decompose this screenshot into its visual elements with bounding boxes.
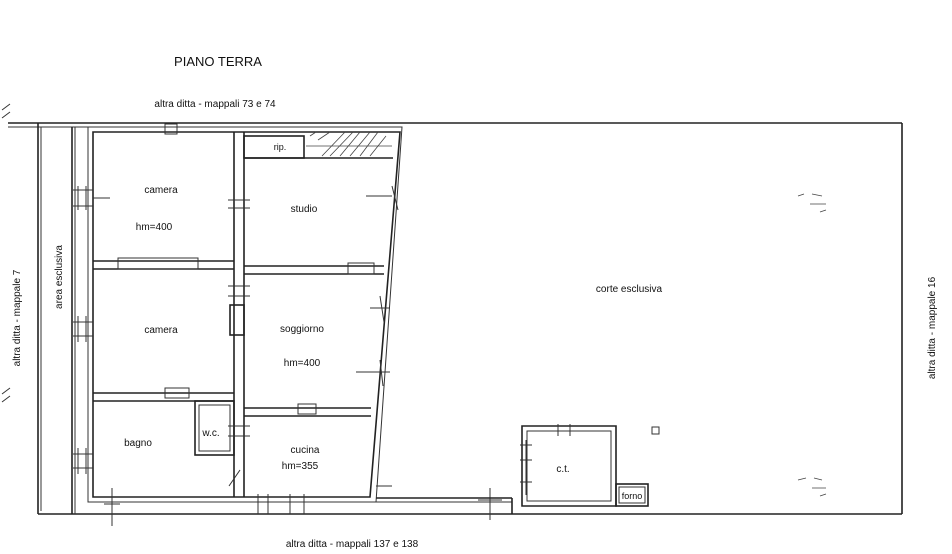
- staircase: [306, 131, 392, 157]
- courtyard: corte esclusiva: [376, 193, 827, 514]
- neighbor-top-label: altra ditta - mappali 73 e 74: [154, 99, 276, 110]
- neighbor-right-label: altra ditta - mappale 16: [927, 276, 938, 379]
- openings: [73, 123, 502, 526]
- room-soggiorno-name: soggiorno: [280, 324, 324, 335]
- room-camera-mid-name: camera: [144, 325, 178, 336]
- room-rip-name: rip.: [274, 142, 287, 152]
- side-strip-label: area esclusiva: [54, 245, 65, 309]
- property-boundary: [1, 103, 903, 515]
- neighbor-left-label: altra ditta - mappale 7: [12, 269, 23, 366]
- room-camera-top-name: camera: [144, 185, 178, 196]
- room-soggiorno-height: hm=400: [284, 358, 321, 369]
- side-strip: area esclusiva: [54, 127, 76, 514]
- room-ct-name: c.t.: [556, 464, 569, 475]
- room-camera-top-height: hm=400: [136, 222, 173, 233]
- room-wc-name: w.c.: [201, 428, 219, 439]
- room-cucina-name: cucina: [291, 445, 320, 456]
- room-studio-name: studio: [291, 204, 318, 215]
- room-bagno-name: bagno: [124, 438, 152, 449]
- courtyard-label: corte esclusiva: [596, 284, 663, 295]
- room-forno-name: forno: [622, 491, 643, 501]
- neighbor-bottom-label: altra ditta - mappali 137 e 138: [286, 539, 419, 550]
- room-cucina-height: hm=355: [282, 461, 319, 472]
- plan-title: PIANO TERRA: [174, 54, 262, 69]
- room-labels: camera hm=400 camera bagno w.c. rip. stu…: [124, 142, 642, 501]
